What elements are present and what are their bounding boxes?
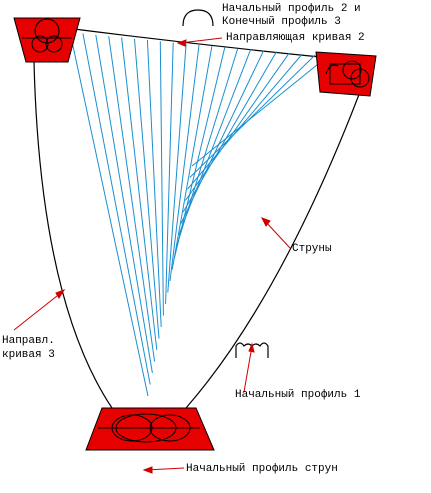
arrow-guide-curve-2 xyxy=(176,37,223,47)
arrow-guide-curve-3 xyxy=(13,289,66,331)
string-line xyxy=(187,53,303,190)
string-line xyxy=(171,46,213,270)
label-start-profile-2-line2: Конечный профиль 3 xyxy=(222,16,341,28)
profile-arc-icon xyxy=(182,9,214,27)
string-line xyxy=(167,43,187,293)
arrow-start-profile-1 xyxy=(243,342,255,393)
string-line xyxy=(182,51,277,213)
string-line xyxy=(184,52,290,201)
string-line xyxy=(159,41,164,316)
guide-curve-3 xyxy=(33,61,113,409)
string-line xyxy=(108,36,156,362)
string-line xyxy=(189,54,316,178)
string-line xyxy=(191,55,329,167)
arrow-strings xyxy=(260,217,291,249)
string-line xyxy=(82,33,151,385)
profile-block-top-right xyxy=(315,51,377,97)
arrow-string-start-profile xyxy=(142,466,185,474)
label-guide-curve-2: Направляющая кривая 2 xyxy=(226,32,365,44)
string-line xyxy=(146,39,162,328)
profile-block-bottom xyxy=(85,407,215,451)
string-line xyxy=(178,49,252,236)
string-line xyxy=(121,37,158,351)
profile-block-top-left xyxy=(13,17,81,63)
label-strings: Струны xyxy=(292,243,332,255)
strings-group xyxy=(69,31,329,397)
label-guide-curve-3-line2: кривая 3 xyxy=(2,349,55,361)
label-start-profile-1: Начальный профиль 1 xyxy=(235,389,361,401)
string-line xyxy=(180,50,264,224)
label-guide-curve-3-line1: Направл. xyxy=(2,335,55,347)
string-line xyxy=(134,38,160,339)
string-line xyxy=(173,47,226,259)
string-line xyxy=(69,31,149,397)
guide-curve-1 xyxy=(185,91,361,409)
label-start-profile-2-line1: Начальный профиль 2 и xyxy=(222,3,361,15)
string-line xyxy=(169,44,200,282)
label-string-start-profile: Начальный профиль струн xyxy=(186,463,338,475)
guide-curve-2 xyxy=(65,27,331,59)
string-line xyxy=(165,42,174,305)
string-line xyxy=(95,34,153,374)
